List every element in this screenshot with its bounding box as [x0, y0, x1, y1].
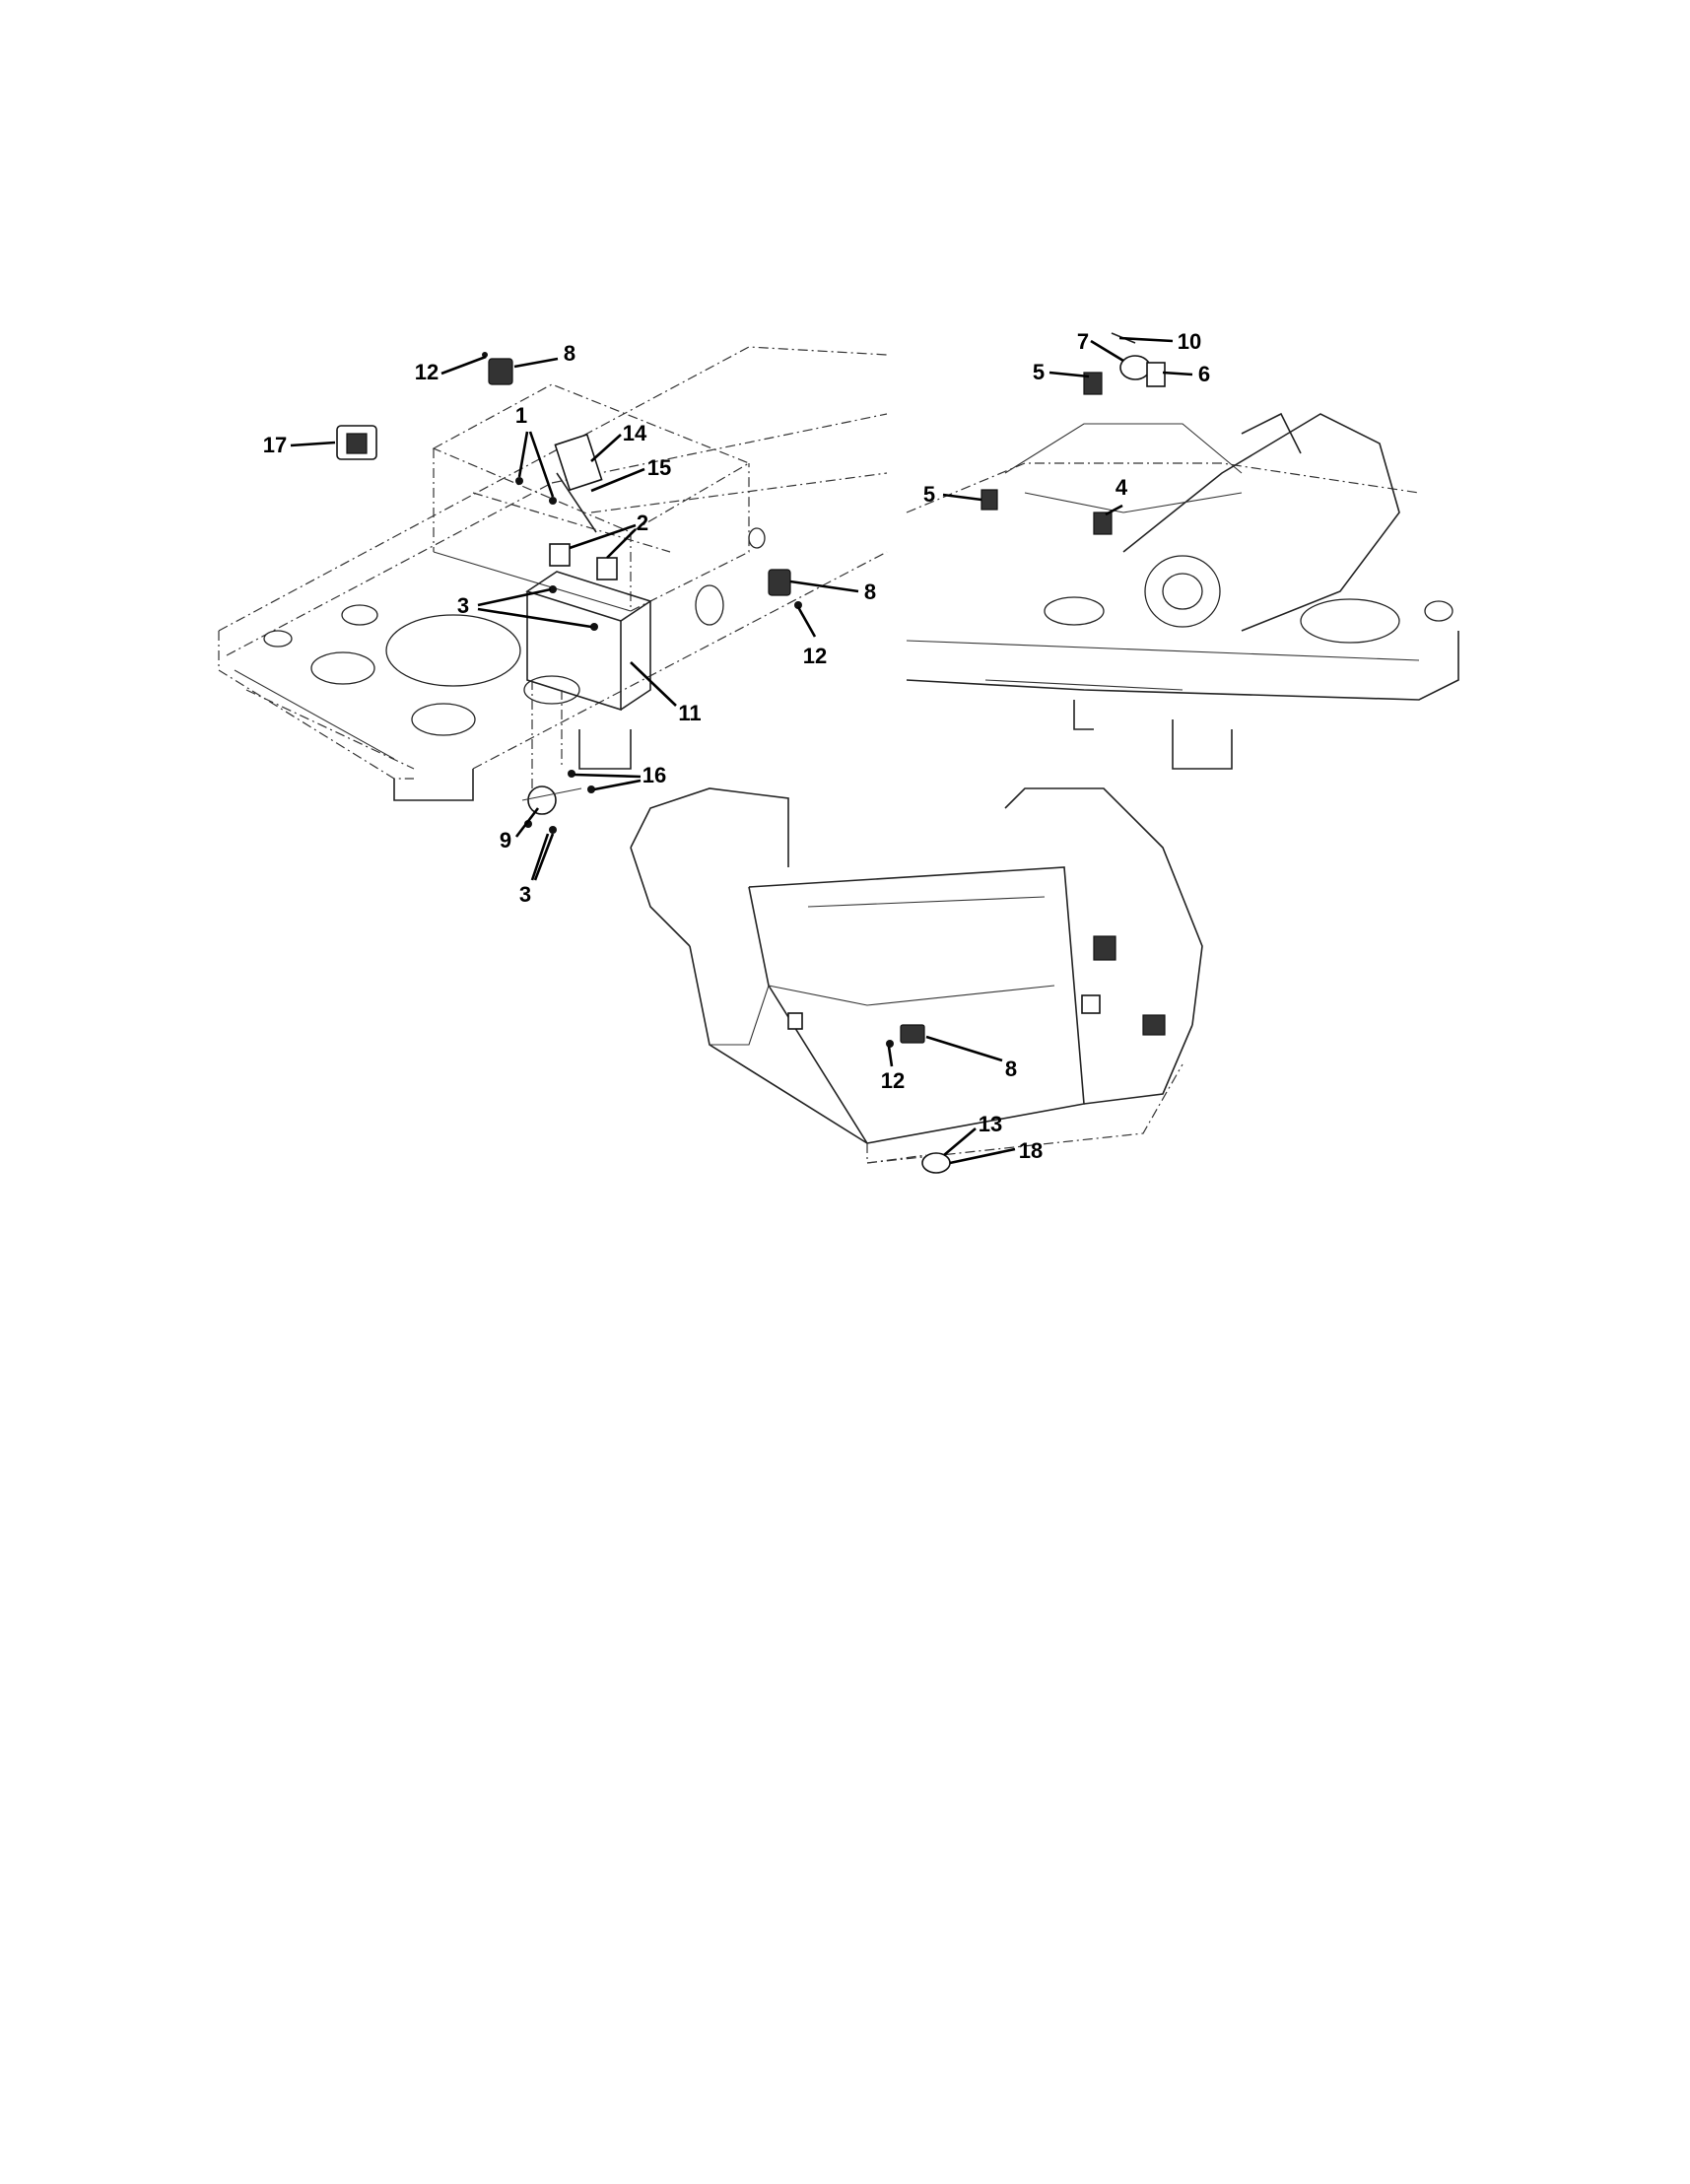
callout-6: 6 — [1198, 362, 1210, 386]
callout-8-upper: 8 — [564, 341, 575, 366]
callout-12-right: 12 — [803, 644, 827, 668]
callout-8-right: 8 — [864, 580, 876, 604]
fender-view — [630, 787, 1203, 1174]
main-frame-view — [218, 346, 888, 834]
callout-2: 2 — [637, 511, 648, 535]
callout-7: 7 — [1077, 329, 1089, 354]
callout-16: 16 — [642, 763, 666, 787]
callout-1: 1 — [515, 403, 527, 428]
callout-3-upper: 3 — [457, 593, 469, 618]
callout-14: 14 — [623, 421, 647, 445]
callout-8-lower: 8 — [1005, 1057, 1017, 1081]
callout-12-upper: 12 — [415, 360, 439, 384]
callout-18: 18 — [1019, 1138, 1043, 1163]
callout-12-lower: 12 — [881, 1068, 905, 1093]
callout-5-left: 5 — [923, 482, 935, 507]
callout-10: 10 — [1178, 329, 1201, 354]
callout-13: 13 — [979, 1112, 1002, 1136]
leader-lines — [290, 336, 1193, 1165]
callout-5-upper: 5 — [1033, 360, 1045, 384]
callout-11: 11 — [678, 701, 701, 725]
callout-4: 4 — [1115, 475, 1128, 500]
callout-9: 9 — [500, 828, 511, 853]
callout-17: 17 — [263, 433, 287, 457]
rear-frame-view — [906, 332, 1459, 770]
callout-3-lower: 3 — [519, 882, 531, 907]
callout-15: 15 — [647, 455, 671, 480]
callout-labels: 1 2 3 3 4 5 5 6 7 8 8 8 9 10 11 12 12 12… — [263, 329, 1210, 1163]
